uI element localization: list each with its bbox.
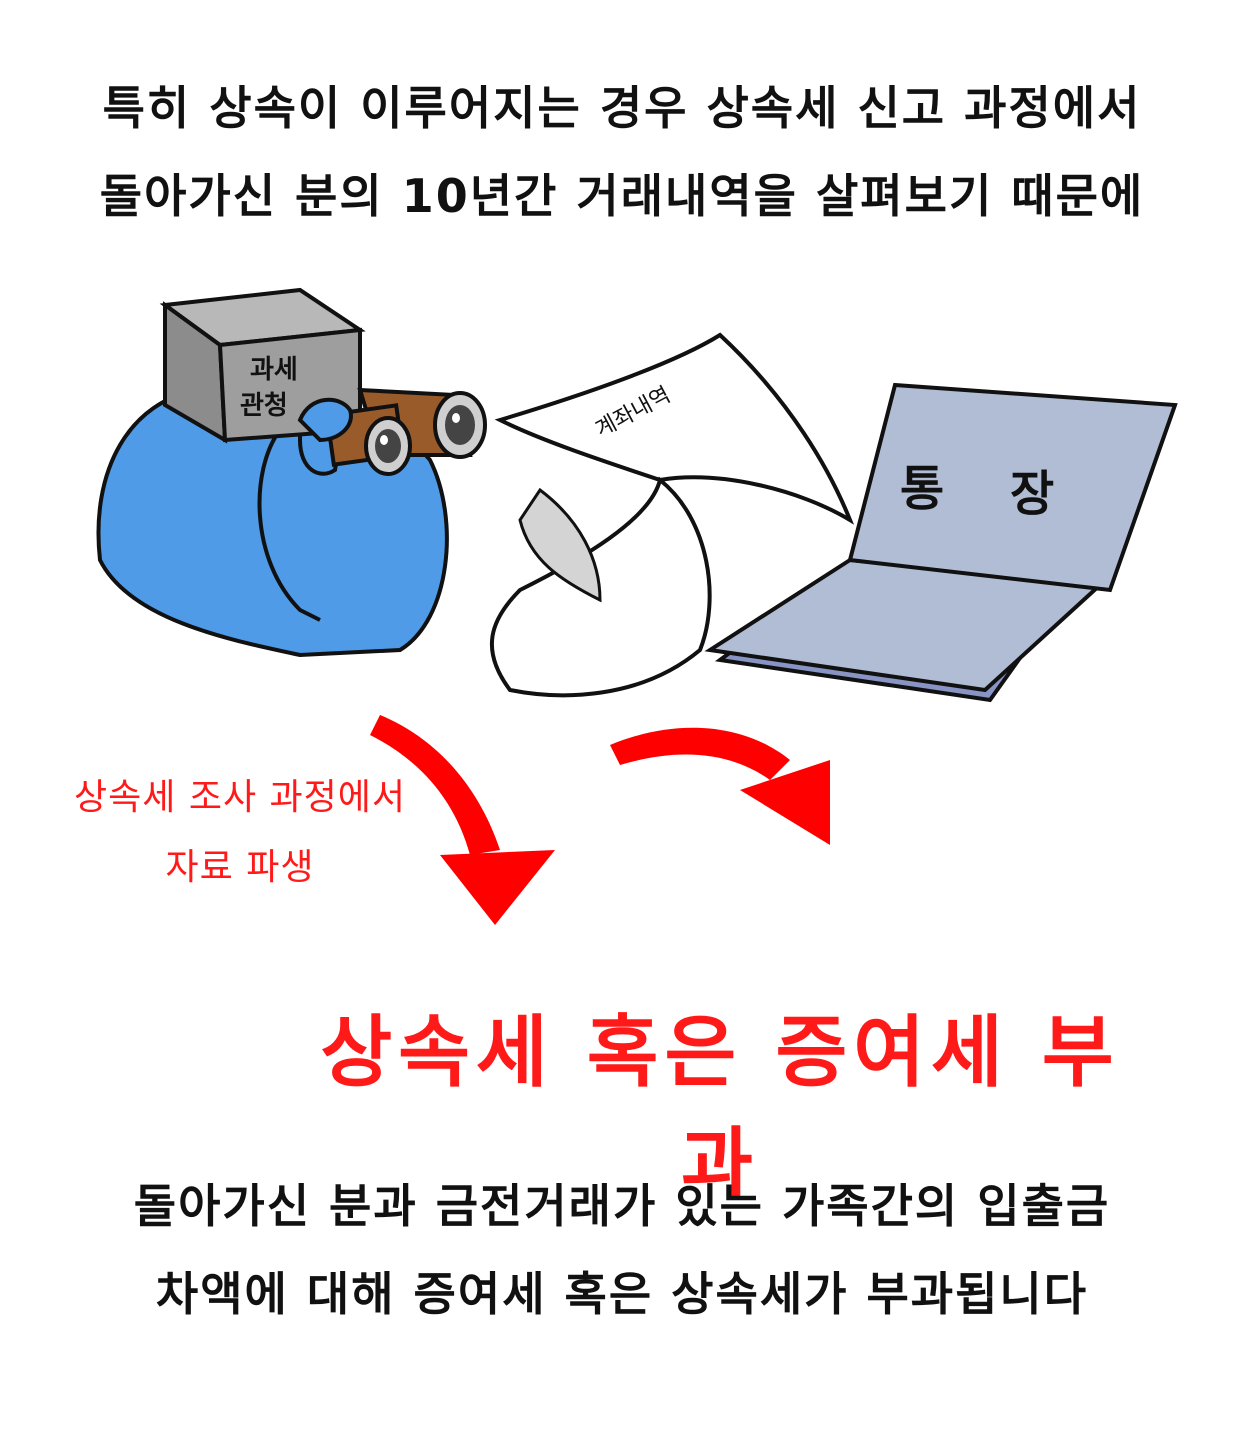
headline: 상속세 혹은 증여세 부과 [320, 1008, 1120, 1210]
bottom-caption-line-2: 차액에 대해 증여세 혹은 상속세가 부과됩니다 [155, 1267, 1089, 1321]
person-hand [297, 397, 353, 443]
top-caption-line-2: 돌아가신 분의 10년간 거래내역을 살펴보기 때문에 [99, 169, 1145, 223]
passbook-label-2: 장 [1010, 466, 1054, 522]
passbook-icon: 통 장 [704, 382, 1178, 703]
account-statement-paper: 계좌내역 [489, 332, 855, 698]
person-arm [257, 428, 321, 622]
passbook-label-1: 통 [900, 461, 944, 517]
box-label-line-1: 과세 [250, 355, 298, 385]
box-label-line-2: 관청 [240, 391, 288, 421]
top-caption-line-1: 특히 상속이 이루어지는 경우 상속세 신고 과정에서 [102, 81, 1142, 135]
illustration: 과세 관청 계좌내역 통 장 [96, 287, 1178, 925]
arrow-down-icon [370, 715, 555, 925]
note-line-2: 자료 파생 [165, 847, 315, 888]
arrow-right-icon [610, 727, 830, 845]
bottom-caption-line-1: 돌아가신 분과 금전거래가 있는 가족간의 입출금 [133, 1179, 1111, 1233]
note-line-1: 상속세 조사 과정에서 [74, 777, 406, 818]
binoculars-icon [324, 387, 487, 476]
